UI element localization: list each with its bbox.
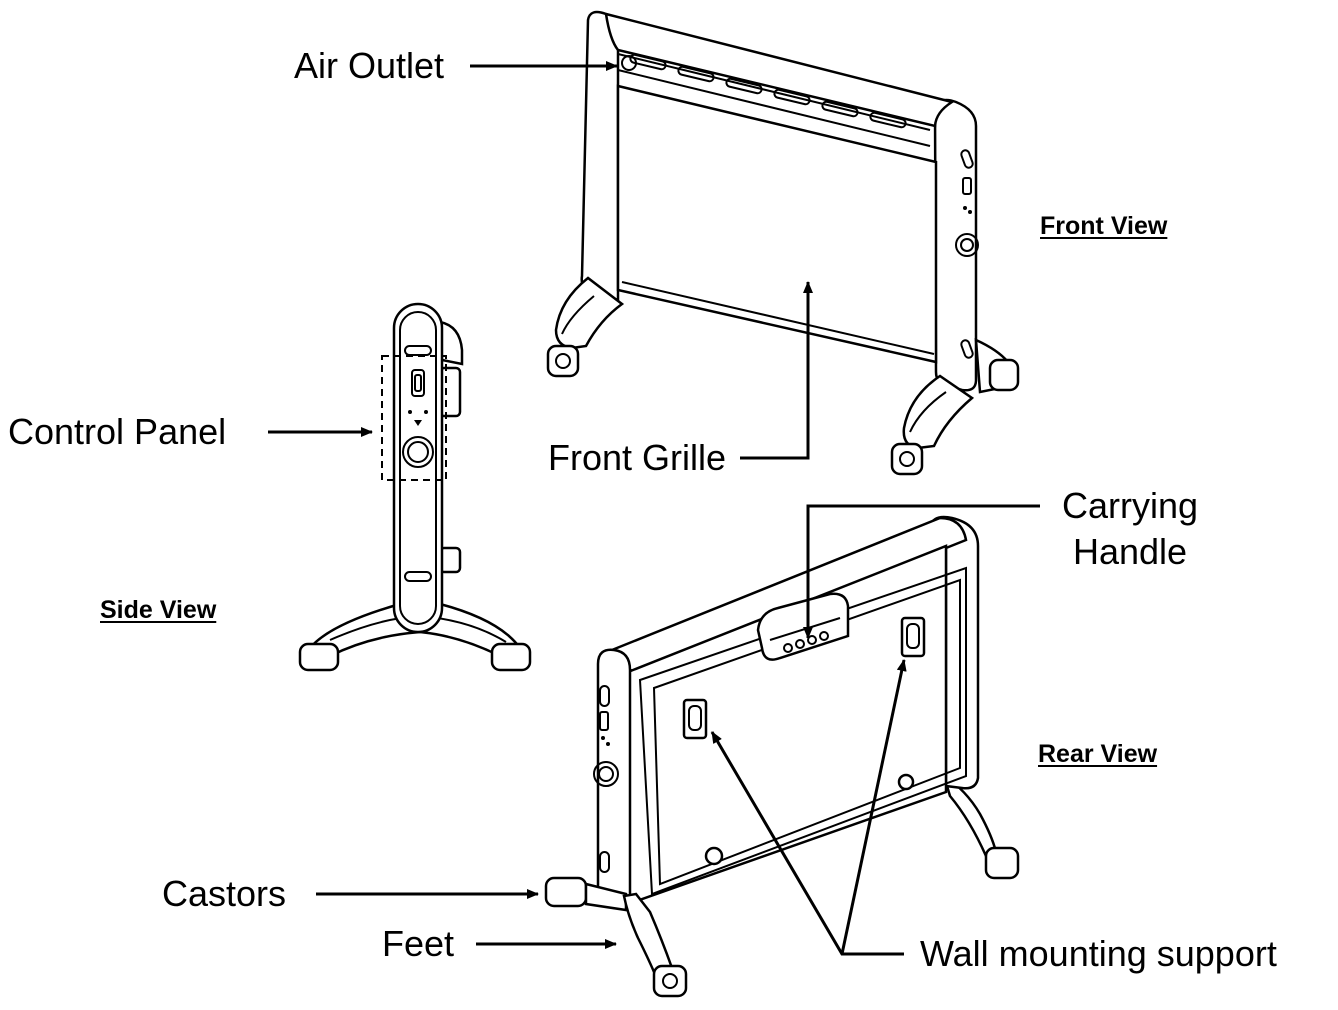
rear-view-heater [544, 515, 1020, 998]
front-view-heater [546, 10, 1020, 476]
front-view-title: Front View [1040, 212, 1168, 240]
feet-label: Feet [382, 923, 455, 964]
air-outlet-label: Air Outlet [294, 45, 445, 86]
carrying-handle-label-line2: Handle [1072, 531, 1188, 572]
rear-view-title: Rear View [1038, 740, 1158, 768]
carrying-handle-label-line1: Carrying [1061, 485, 1199, 526]
side-view-heater [298, 302, 532, 672]
castors-label: Castors [162, 873, 287, 914]
leader-lines [268, 61, 1040, 956]
wall-mounting-support-label: Wall mounting support [920, 933, 1277, 974]
control-panel-label: Control Panel [8, 411, 227, 452]
carrying-handle-leader [803, 504, 1040, 639]
front-grille-label: Front Grille [548, 437, 727, 478]
side-view-title: Side View [100, 596, 217, 624]
front-grille-leader [740, 281, 813, 460]
